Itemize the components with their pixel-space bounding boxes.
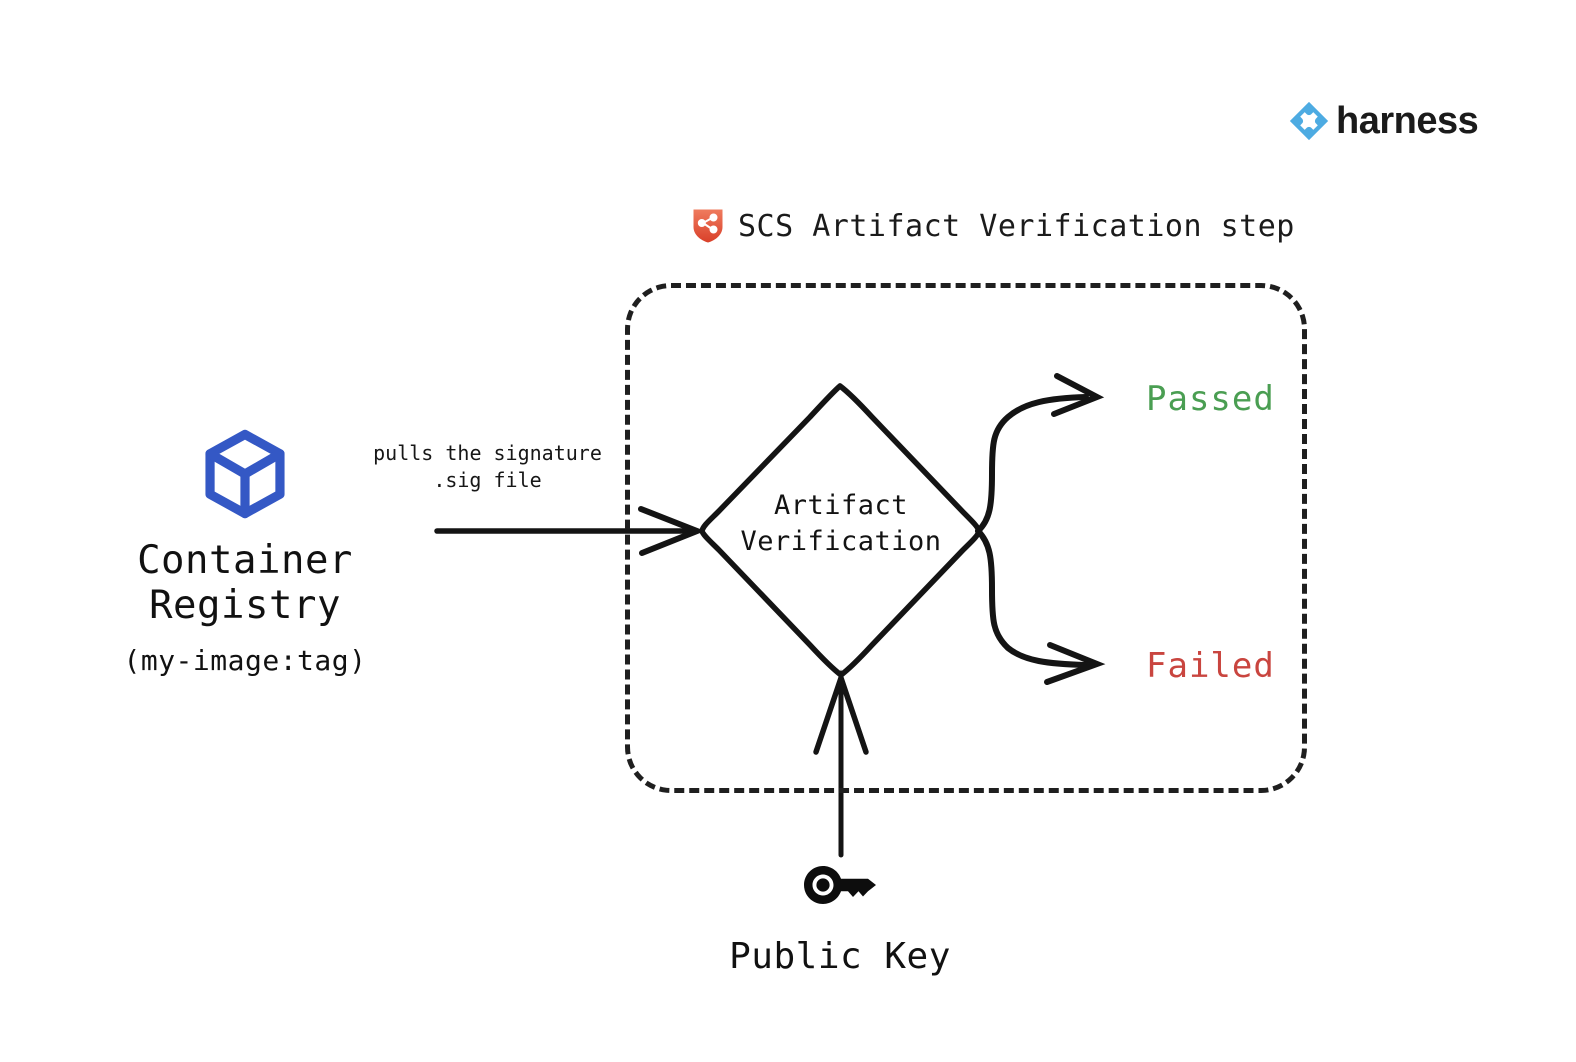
harness-logo: harness	[1288, 100, 1479, 142]
scs-step-title: SCS Artifact Verification step	[738, 208, 1295, 244]
container-registry-label: Container Registry	[137, 538, 353, 628]
pull-signature-line-2: .sig file	[433, 468, 542, 492]
public-key-node: Public Key	[690, 862, 990, 977]
public-key-label: Public Key	[729, 936, 951, 977]
decision-label-line-1: Artifact	[773, 490, 909, 521]
harness-diamond-icon	[1289, 101, 1329, 141]
outcome-passed-label: Passed	[1146, 379, 1275, 419]
scs-step-title-row: SCS Artifact Verification step	[692, 208, 1295, 244]
pull-signature-edge-label: pulls the signature .sig file	[365, 440, 610, 494]
container-registry-sublabel: (my-image:tag)	[123, 644, 367, 677]
scs-shield-icon	[693, 209, 723, 243]
key-icon	[804, 866, 876, 904]
decision-label-line-2: Verification	[740, 526, 942, 558]
pull-signature-line-1: pulls the signature	[373, 441, 602, 465]
container-registry-node: Container Registry (my-image:tag)	[40, 428, 450, 677]
scs-step-boundary	[625, 283, 1307, 793]
cube-icon	[205, 429, 285, 519]
harness-wordmark: harness	[1336, 100, 1479, 142]
outcome-failed-label: Failed	[1146, 646, 1275, 686]
decision-node-label: Artifact Verification	[700, 488, 982, 561]
